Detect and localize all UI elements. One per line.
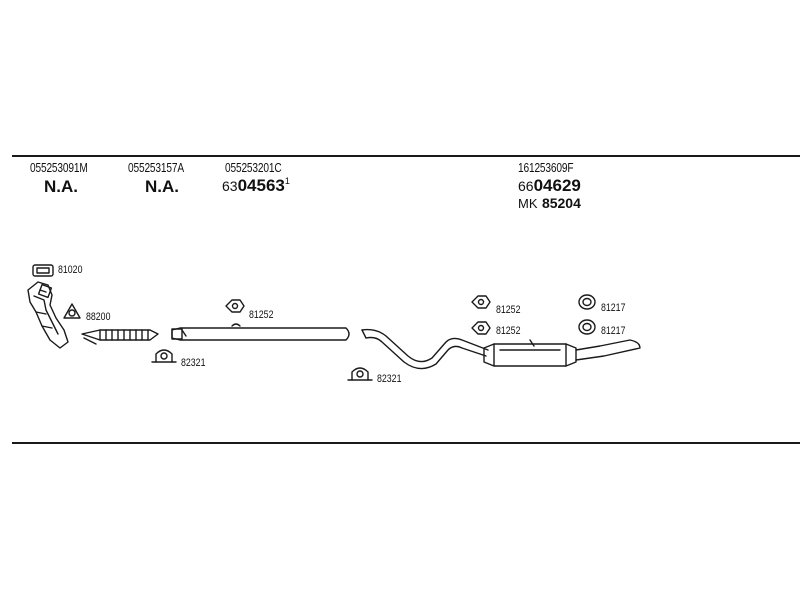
label-flange-gasket: 81020: [58, 264, 83, 276]
hanger-mid-icon: [225, 299, 245, 327]
triangle-gasket-icon: [63, 303, 81, 319]
top-rule: [12, 155, 800, 157]
na-label-1: N.A.: [44, 177, 78, 196]
part-number-rear: 6604629: [518, 176, 581, 196]
mounting-kit: MK 85204: [518, 195, 581, 213]
mounting-kit-prefix: MK: [518, 196, 538, 211]
bottom-rule: [12, 442, 800, 444]
intermediate-pipe-icon: [171, 327, 350, 341]
oem-number-2: 055253157A: [128, 160, 184, 175]
ring-2-icon: [578, 319, 596, 335]
rear-muffler-icon: [483, 339, 641, 367]
mounting-kit-number: 85204: [541, 195, 581, 211]
label-clamp-left: 82321: [181, 357, 206, 369]
part-number-front-suffix: 1: [284, 176, 290, 186]
clamp-left-icon: [151, 349, 177, 363]
part-number-rear-prefix: 66: [518, 178, 534, 194]
label-ring-2: 81217: [601, 325, 626, 337]
rear-pipe-icon: [361, 328, 489, 370]
na-label-2: N.A.: [145, 177, 179, 196]
part-number-front-prefix: 63: [222, 178, 238, 194]
label-clamp-mid: 82321: [377, 373, 402, 385]
hanger-right-2-icon: [471, 321, 491, 335]
hanger-right-1-icon: [471, 295, 491, 309]
part-number-rear-main: 04629: [533, 176, 581, 195]
part-number-front: 63045631: [222, 176, 290, 196]
part-number-front-main: 04563: [237, 176, 285, 195]
oem-number-1: 055253091M: [30, 160, 88, 175]
flex-pipe-icon: [81, 329, 159, 345]
ring-1-icon: [578, 294, 596, 310]
label-ring-1: 81217: [601, 302, 626, 314]
flange-gasket-icon: [32, 264, 54, 277]
label-hanger-right-1: 81252: [496, 304, 521, 316]
label-hanger-mid: 81252: [249, 309, 274, 321]
label-triangle-gasket: 88200: [86, 311, 111, 323]
oem-number-4: 161253609F: [518, 160, 574, 175]
oem-number-3: 055253201C: [225, 160, 282, 175]
front-pipe-icon: [27, 281, 69, 349]
label-hanger-right-2: 81252: [496, 325, 521, 337]
clamp-mid-icon: [347, 367, 373, 381]
